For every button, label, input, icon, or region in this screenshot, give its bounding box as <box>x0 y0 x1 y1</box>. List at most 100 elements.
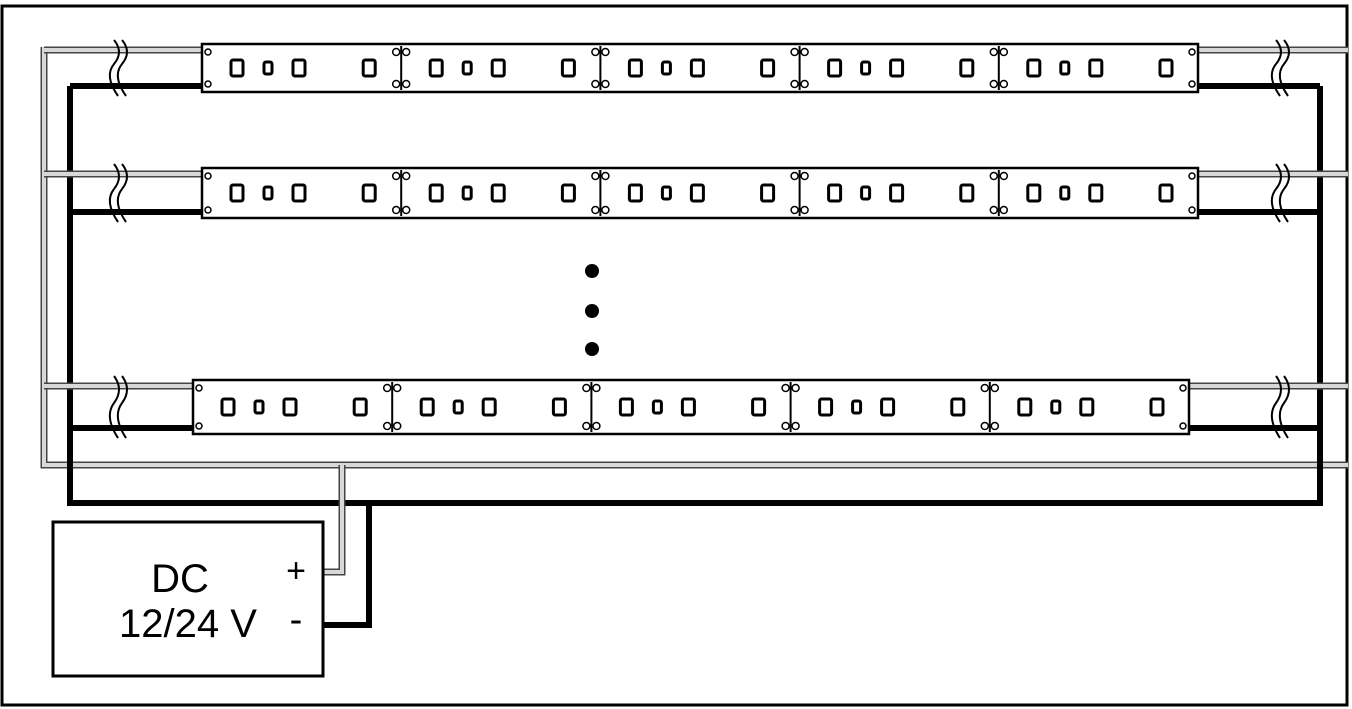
solder-pad <box>999 205 1009 215</box>
resistor-chip <box>560 58 576 78</box>
solder-pad <box>591 205 600 215</box>
negative-wire <box>322 503 372 628</box>
led-chip <box>827 183 843 203</box>
led-chip <box>889 183 905 203</box>
resistor-chip <box>1149 397 1165 417</box>
resistor-chip <box>1158 58 1174 78</box>
led-chip <box>627 183 643 203</box>
solder-pad <box>790 205 799 215</box>
solder-pad <box>781 383 790 393</box>
led-chip <box>419 397 435 417</box>
solder-pad <box>591 79 600 89</box>
led-chip <box>889 58 905 78</box>
wire-break-mark <box>116 375 128 439</box>
solder-pad <box>401 205 411 215</box>
continuation-dot <box>585 342 599 356</box>
solder-pad <box>800 205 809 215</box>
wire-break-mark <box>108 39 120 97</box>
led-chip <box>461 185 473 201</box>
solder-pad <box>989 47 999 57</box>
solder-pad <box>582 383 591 393</box>
wire-break-mark <box>1270 39 1282 97</box>
strips-layer <box>191 42 1200 436</box>
positive-wire <box>42 47 1348 467</box>
wire-break-mark <box>1270 375 1282 439</box>
led-chip <box>689 183 705 203</box>
wire-break-mark <box>108 375 120 439</box>
solder-pad <box>999 47 1009 57</box>
led-chip <box>1017 397 1033 417</box>
led-chip <box>860 185 872 201</box>
solder-pad <box>392 383 402 393</box>
positive-terminal-symbol: + <box>286 552 306 590</box>
wire-break-mark <box>116 163 128 223</box>
led-chip <box>1088 183 1104 203</box>
continuation-dots <box>585 264 599 356</box>
led-chip <box>1088 58 1104 78</box>
solder-pad <box>791 383 800 393</box>
led-chip <box>229 183 245 203</box>
led-chip <box>253 399 265 415</box>
solder-pad <box>980 383 990 393</box>
end-pad <box>1188 80 1196 88</box>
resistor-chip <box>950 397 966 417</box>
led-chip <box>262 60 274 76</box>
led-chip <box>680 397 696 417</box>
solder-pad <box>999 171 1009 181</box>
end-pad <box>204 172 212 180</box>
negative-wire <box>67 86 1323 506</box>
led-chip <box>1026 183 1042 203</box>
led-chip <box>229 58 245 78</box>
led-chip <box>689 58 705 78</box>
solder-pad <box>391 79 401 89</box>
solder-pad <box>391 47 401 57</box>
led-chip <box>220 397 236 417</box>
solder-pad <box>592 421 601 431</box>
solder-pad <box>591 171 600 181</box>
solder-pad <box>989 205 999 215</box>
solder-pad <box>800 171 809 181</box>
led-chip <box>490 183 506 203</box>
led-chip <box>428 58 444 78</box>
led-chip <box>262 185 274 201</box>
solder-pad <box>601 79 610 89</box>
led-chip <box>461 60 473 76</box>
power-supply-label-voltage: 12/24 V <box>119 602 257 646</box>
solder-pad <box>392 421 402 431</box>
power-supply-box <box>51 520 325 678</box>
led-chip <box>1059 185 1071 201</box>
end-pad <box>195 384 203 392</box>
led-chip <box>1059 60 1071 76</box>
led-strip <box>200 42 1200 94</box>
wire-break-mark <box>1278 163 1290 223</box>
end-pad <box>195 422 203 430</box>
wiring-layer <box>40 39 1348 628</box>
solder-pad <box>601 171 610 181</box>
wire-break-mark <box>116 39 128 97</box>
led-chip <box>481 397 497 417</box>
resistor-chip <box>361 58 377 78</box>
wire-break-mark <box>108 163 120 223</box>
led-chip <box>291 58 307 78</box>
positive-wire <box>322 465 344 574</box>
end-pad <box>204 48 212 56</box>
resistor-chip <box>760 58 776 78</box>
resistor-chip <box>751 397 767 417</box>
wire-break-mark <box>1270 163 1282 223</box>
continuation-dot <box>585 304 599 318</box>
resistor-chip <box>352 397 368 417</box>
led-chip <box>490 58 506 78</box>
solder-pad <box>401 47 411 57</box>
solder-pad <box>781 421 790 431</box>
negative-terminal-symbol: - <box>290 599 303 641</box>
continuation-dot <box>585 264 599 278</box>
end-pad <box>1188 48 1196 56</box>
solder-pad <box>591 47 600 57</box>
resistor-chip <box>959 183 975 203</box>
resistor-chip <box>760 183 776 203</box>
solder-pad <box>601 47 610 57</box>
led-chip <box>818 397 834 417</box>
resistor-chip <box>959 58 975 78</box>
solder-pad <box>999 79 1009 89</box>
led-chip <box>860 60 872 76</box>
